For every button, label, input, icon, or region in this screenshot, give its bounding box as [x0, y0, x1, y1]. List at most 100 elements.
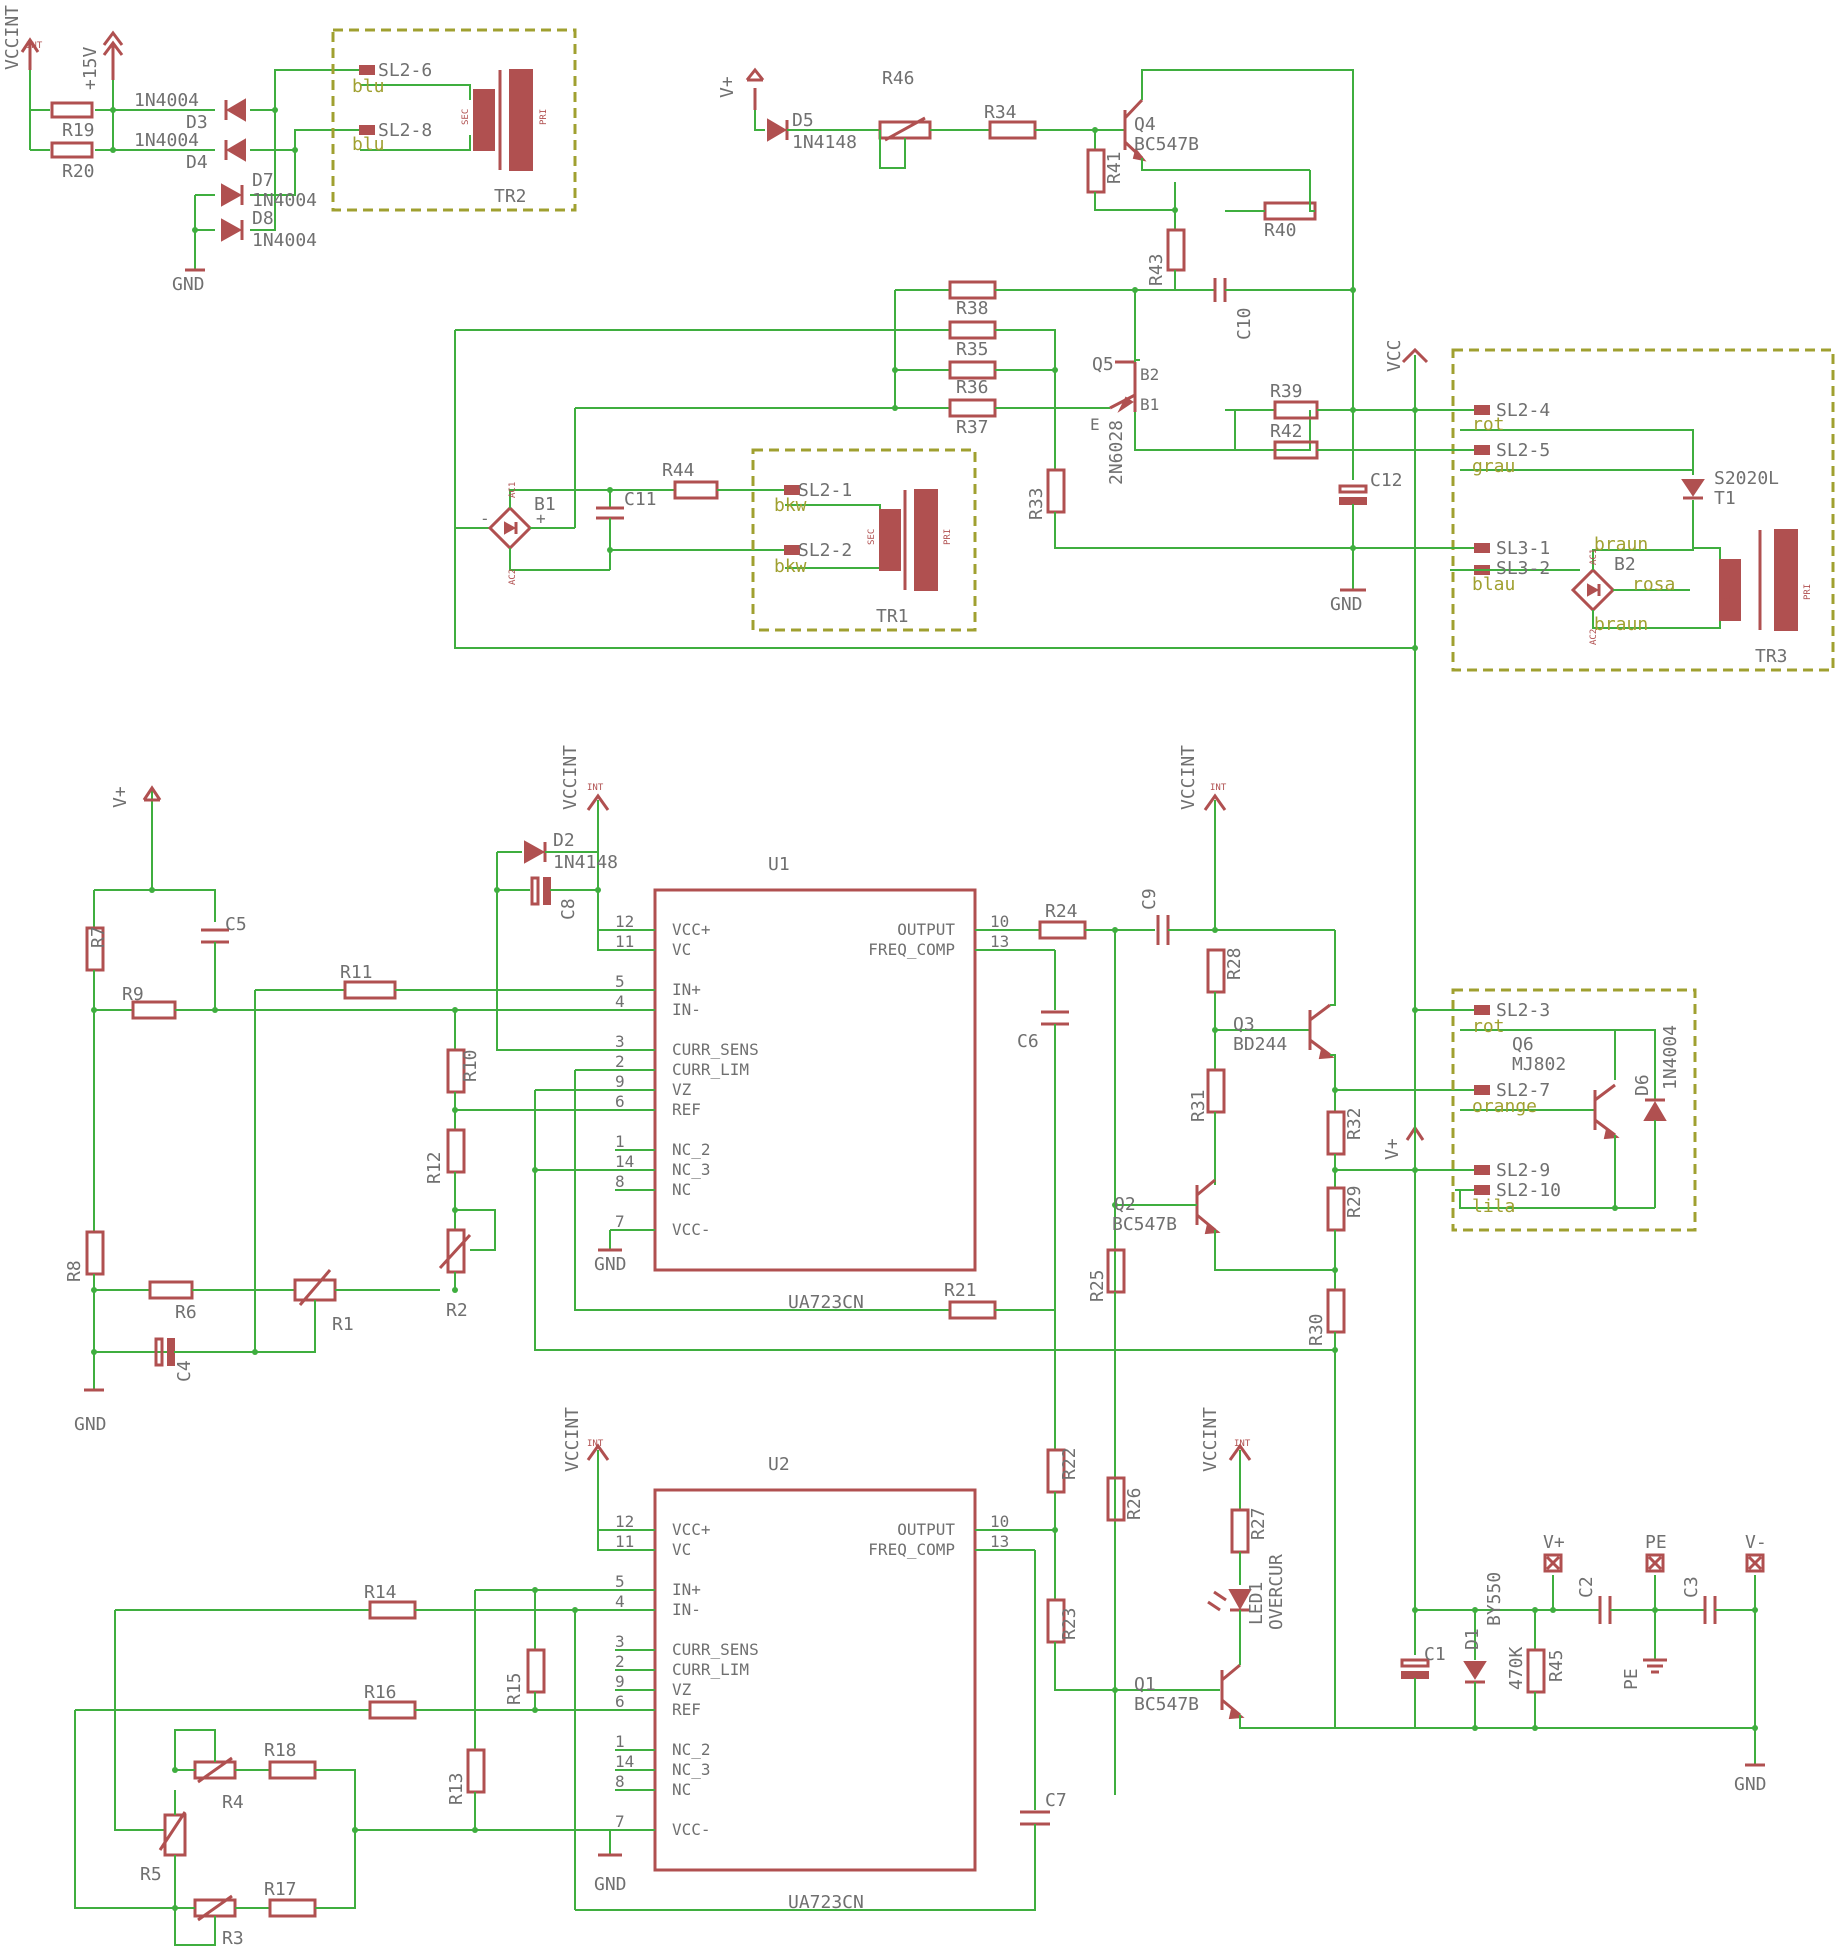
q4-value: BC547B: [1134, 134, 1199, 155]
r39-label: R39: [1270, 381, 1303, 402]
vplus-terminal-label: V+: [1543, 1532, 1565, 1553]
r6-label: R6: [175, 1302, 197, 1323]
c2-label: C2: [1576, 1576, 1597, 1598]
tr2-pin-sl2-8: SL2-8: [378, 120, 432, 141]
svg-text:INT: INT: [1210, 783, 1227, 793]
c11-label: C11: [624, 489, 657, 510]
pe-ground-label: PE: [1621, 1668, 1642, 1690]
r28-label: R28: [1224, 947, 1245, 980]
svg-text:INT: INT: [587, 783, 604, 793]
u2-pin-10-name: OUTPUT: [897, 1520, 955, 1539]
r14-label: R14: [364, 1582, 397, 1603]
svg-text:E: E: [1090, 415, 1100, 434]
u1-pin-8-name: NC: [672, 1180, 691, 1199]
tr1-pin-sl2-2: SL2-2: [798, 540, 852, 561]
r44-label: R44: [662, 460, 695, 481]
r9-label: R9: [122, 984, 144, 1005]
u2-pin-1-name: NC_2: [672, 1740, 711, 1759]
vplus-label-top: V+: [717, 76, 738, 98]
r42-label: R42: [1270, 421, 1303, 442]
gnd-label-u1-chip: GND: [594, 1254, 627, 1275]
q5-block: R38 R35 R36 R37 Q5 2N6028 B2 B1 E R33 C1…: [454, 278, 1445, 549]
c3-label: C3: [1681, 1576, 1702, 1598]
u2-pin-11-name: VC: [672, 1540, 691, 1559]
tr3-wire-grau: grau: [1472, 456, 1515, 477]
terminal-vplus: [1543, 1553, 1563, 1573]
u2-pin-5-number: 5: [615, 1572, 625, 1591]
q6-pin-sl2-9: SL2-9: [1496, 1160, 1550, 1181]
c12-label: C12: [1370, 470, 1403, 491]
tr2-wire-blu-1: blu: [352, 76, 385, 97]
r15-label: R15: [504, 1672, 525, 1705]
c10-label: C10: [1234, 307, 1255, 340]
r22-label: R22: [1059, 1447, 1080, 1480]
u2-pin-4-number: 4: [615, 1592, 625, 1611]
u2-pin-4-name: IN-: [672, 1600, 701, 1619]
vccint-label-q3: VCCINT: [1178, 745, 1199, 810]
led1-label: LED1: [1246, 1582, 1267, 1625]
d1-label: D1: [1462, 1628, 1483, 1650]
u1-pin-13-name: FREQ_COMP: [868, 940, 955, 959]
svg-text:B2: B2: [1140, 365, 1159, 384]
r45-value: 470K: [1506, 1646, 1527, 1690]
u1-pin-9-number: 9: [615, 1072, 625, 1091]
r31-label: R31: [1188, 1089, 1209, 1122]
vcc-label: VCC: [1384, 339, 1405, 372]
svg-text:B1: B1: [1140, 395, 1159, 414]
u1-pin-10-name: OUTPUT: [897, 920, 955, 939]
vcc-c12-block: VCC R39 R42 C12 GND: [1055, 287, 1450, 1010]
top-left-supply: VCCINT INT +15V R19 R20 1N4004 D3 1N4004…: [2, 5, 335, 295]
r8-label: R8: [64, 1260, 85, 1282]
q6-label: Q6: [1512, 1034, 1534, 1055]
r10-label: R10: [460, 1049, 481, 1082]
u2-pin-3-name: CURR_SENS: [672, 1640, 759, 1659]
r26-label: R26: [1124, 1487, 1145, 1520]
r18-label: R18: [264, 1740, 297, 1761]
d1-value: BY550: [1484, 1572, 1505, 1626]
u1-pin-10-number: 10: [990, 912, 1009, 931]
u2-pin-6-number: 6: [615, 1692, 625, 1711]
svg-text:-: -: [480, 509, 490, 528]
u2-pin-8-name: NC: [672, 1780, 691, 1799]
p15v-label: +15V: [80, 46, 101, 90]
terminal-pe: [1645, 1553, 1665, 1573]
r2-label: R2: [446, 1300, 468, 1321]
r17-label: R17: [264, 1879, 297, 1900]
svg-text:INT: INT: [587, 1439, 604, 1449]
svg-text:+: +: [536, 509, 546, 528]
diode-d4: [224, 138, 246, 162]
r35-label: R35: [956, 339, 989, 360]
r38-label: R38: [956, 298, 989, 319]
vccint-label-u1: VCCINT: [560, 745, 581, 810]
u2-pin-13-name: FREQ_COMP: [868, 1540, 955, 1559]
diode-d3: [224, 98, 246, 122]
svg-text:SEC: SEC: [1723, 584, 1733, 600]
t1-ref: T1: [1714, 488, 1736, 509]
vminus-terminal-label: V-: [1745, 1532, 1767, 1553]
terminal-vminus: [1745, 1553, 1765, 1573]
tr3-wire-braun-2: braun: [1594, 614, 1648, 635]
vplus-label-q6: V+: [1382, 1138, 1403, 1160]
u2-pin-7-name: VCC-: [672, 1820, 711, 1839]
u2-pin-13-number: 13: [990, 1532, 1009, 1551]
gnd-label-c12: GND: [1330, 594, 1363, 615]
u2-pin-12-number: 12: [615, 1512, 634, 1531]
vplus-label-u1: V+: [110, 786, 131, 808]
r32-label: R32: [1344, 1107, 1365, 1140]
u2-pin-7-number: 7: [615, 1812, 625, 1831]
u1-pin-13-number: 13: [990, 932, 1009, 951]
q6-block: SL2-3 rot Q6 MJ802 SL2-7 orange SL2-9 SL…: [1382, 988, 1697, 1232]
u2-pin-9-number: 9: [615, 1672, 625, 1691]
r16-label: R16: [364, 1682, 397, 1703]
u2-pin-6-name: REF: [672, 1700, 701, 1719]
q4-block: V+ D5 1N4148 R46 R34 Q4 BC547B R41 R40 R…: [717, 67, 1354, 290]
r40-label: R40: [1264, 220, 1297, 241]
u2-pin-2-name: CURR_LIM: [672, 1660, 749, 1679]
tr3-label: TR3: [1755, 646, 1788, 667]
svg-text:INT: INT: [1234, 1439, 1251, 1449]
u2-pin-10-number: 10: [990, 1512, 1009, 1531]
u1-output-stage: R24 C9 C6 VCCINT INT R28 Q3 BD244 R31 Q2…: [990, 745, 1455, 1795]
q6-value: MJ802: [1512, 1054, 1566, 1075]
c9-label: C9: [1139, 888, 1160, 910]
